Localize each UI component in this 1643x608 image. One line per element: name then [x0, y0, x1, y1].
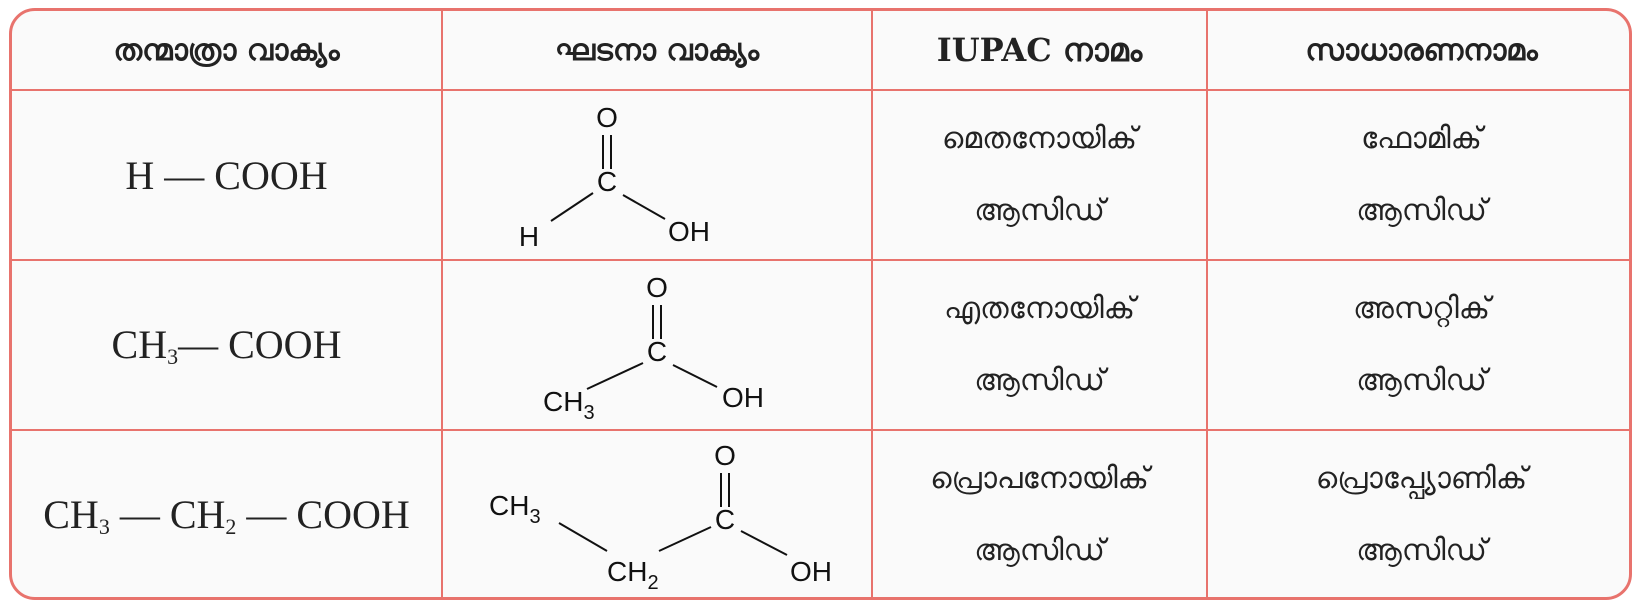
- iupac-name-line1: പ്രൊപനോയിക്: [930, 461, 1149, 496]
- single-bond-right: [622, 194, 666, 220]
- hydroxyl-label: OH: [790, 556, 832, 587]
- methyl-label: CH3: [543, 386, 595, 424]
- carbonyl-oxygen-label: O: [646, 272, 668, 303]
- carbonyl-oxygen-label: O: [596, 102, 618, 133]
- iupac-name-line1: എതനോയിക്: [943, 291, 1136, 326]
- formic-acid-structure: O C H OH: [519, 102, 710, 252]
- header-common-name: സാധാരണനാമം: [1206, 11, 1629, 91]
- carbonyl-oxygen-label: O: [714, 440, 736, 471]
- iupac-name-cell: എതനോയിക് ആസിഡ്: [871, 259, 1208, 431]
- propanoic-acid-structure: O C CH3 CH2 OH: [489, 440, 832, 594]
- structure-cell: O C CH3 CH2 OH: [441, 429, 873, 597]
- single-bond-left: [550, 192, 594, 222]
- hydroxyl-label: OH: [668, 216, 710, 247]
- molecular-formula-cell: CH3 — CH2 — COOH: [12, 429, 443, 597]
- bond-carbon-hydroxyl: [740, 530, 788, 556]
- table-row: CH3 — CH2 — COOH O C CH3 CH2 OH പ്രൊപനോയ…: [12, 429, 1629, 597]
- common-name-line1: അസറ്റിക്: [1352, 291, 1491, 326]
- carbon-label: C: [597, 166, 617, 197]
- carboxylic-acid-table: തന്മാത്രാ വാക്യം ഘടനാ വാക്യം IUPAC നാമം …: [12, 11, 1629, 597]
- single-bond-right: [672, 364, 718, 388]
- acid-table-frame: തന്മാത്രാ വാക്യം ഘടനാ വാക്യം IUPAC നാമം …: [9, 8, 1632, 600]
- bond-methyl-methylene: [558, 522, 608, 552]
- hydroxyl-label: OH: [722, 382, 764, 413]
- molecular-formula-cell: H — COOH: [12, 89, 443, 261]
- iupac-name-line1: മെതനോയിക്: [941, 121, 1138, 156]
- molecular-formula-cell: CH3— COOH: [12, 259, 443, 431]
- common-name-line2: ആസിഡ്: [1356, 193, 1487, 228]
- iupac-name-cell: പ്രൊപനോയിക് ആസിഡ്: [871, 429, 1208, 597]
- carbon-label: C: [715, 504, 735, 535]
- hydrogen-label: H: [519, 221, 539, 252]
- table-row: CH3— COOH O C CH3 OH എതനോയിക് ആസിഡ്: [12, 259, 1629, 431]
- common-name-cell: ഫോമിക് ആസിഡ്: [1206, 89, 1629, 261]
- single-bond-left: [586, 362, 644, 390]
- molecular-formula: H — COOH: [125, 152, 328, 198]
- methyl-label: CH3: [489, 490, 541, 528]
- common-name-line2: ആസിഡ്: [1356, 363, 1487, 398]
- iupac-name-cell: മെതനോയിക് ആസിഡ്: [871, 89, 1208, 261]
- acetic-acid-structure: O C CH3 OH: [543, 272, 764, 424]
- iupac-name-line2: ആസിഡ്: [974, 363, 1105, 398]
- common-name-line2: ആസിഡ്: [1356, 533, 1487, 568]
- common-name-cell: അസറ്റിക് ആസിഡ്: [1206, 259, 1629, 431]
- header-structural-formula: ഘടനാ വാക്യം: [441, 11, 873, 91]
- methylene-label: CH2: [607, 556, 659, 594]
- common-name-line1: പ്രൊപ്പ്യോണിക്: [1315, 461, 1528, 496]
- structure-cell: O C H OH: [441, 89, 873, 261]
- molecular-formula: CH3 — CH2 — COOH: [43, 491, 410, 539]
- header-molecular-formula: തന്മാത്രാ വാക്യം: [12, 11, 443, 91]
- table-row: H — COOH O C H OH മെതനോയിക് ആസിഡ്: [12, 89, 1629, 261]
- iupac-name-line2: ആസിഡ്: [974, 193, 1105, 228]
- common-name-line1: ഫോമിക്: [1361, 121, 1482, 156]
- molecular-formula: CH3— COOH: [111, 321, 342, 369]
- header-row: തന്മാത്രാ വാക്യം ഘടനാ വാക്യം IUPAC നാമം …: [12, 11, 1629, 91]
- iupac-name-line2: ആസിഡ്: [974, 533, 1105, 568]
- structure-cell: O C CH3 OH: [441, 259, 873, 431]
- common-name-cell: പ്രൊപ്പ്യോണിക് ആസിഡ്: [1206, 429, 1629, 597]
- bond-carbon-methylene: [658, 526, 712, 552]
- header-iupac-name: IUPAC നാമം: [871, 11, 1208, 91]
- carbon-label: C: [647, 336, 667, 367]
